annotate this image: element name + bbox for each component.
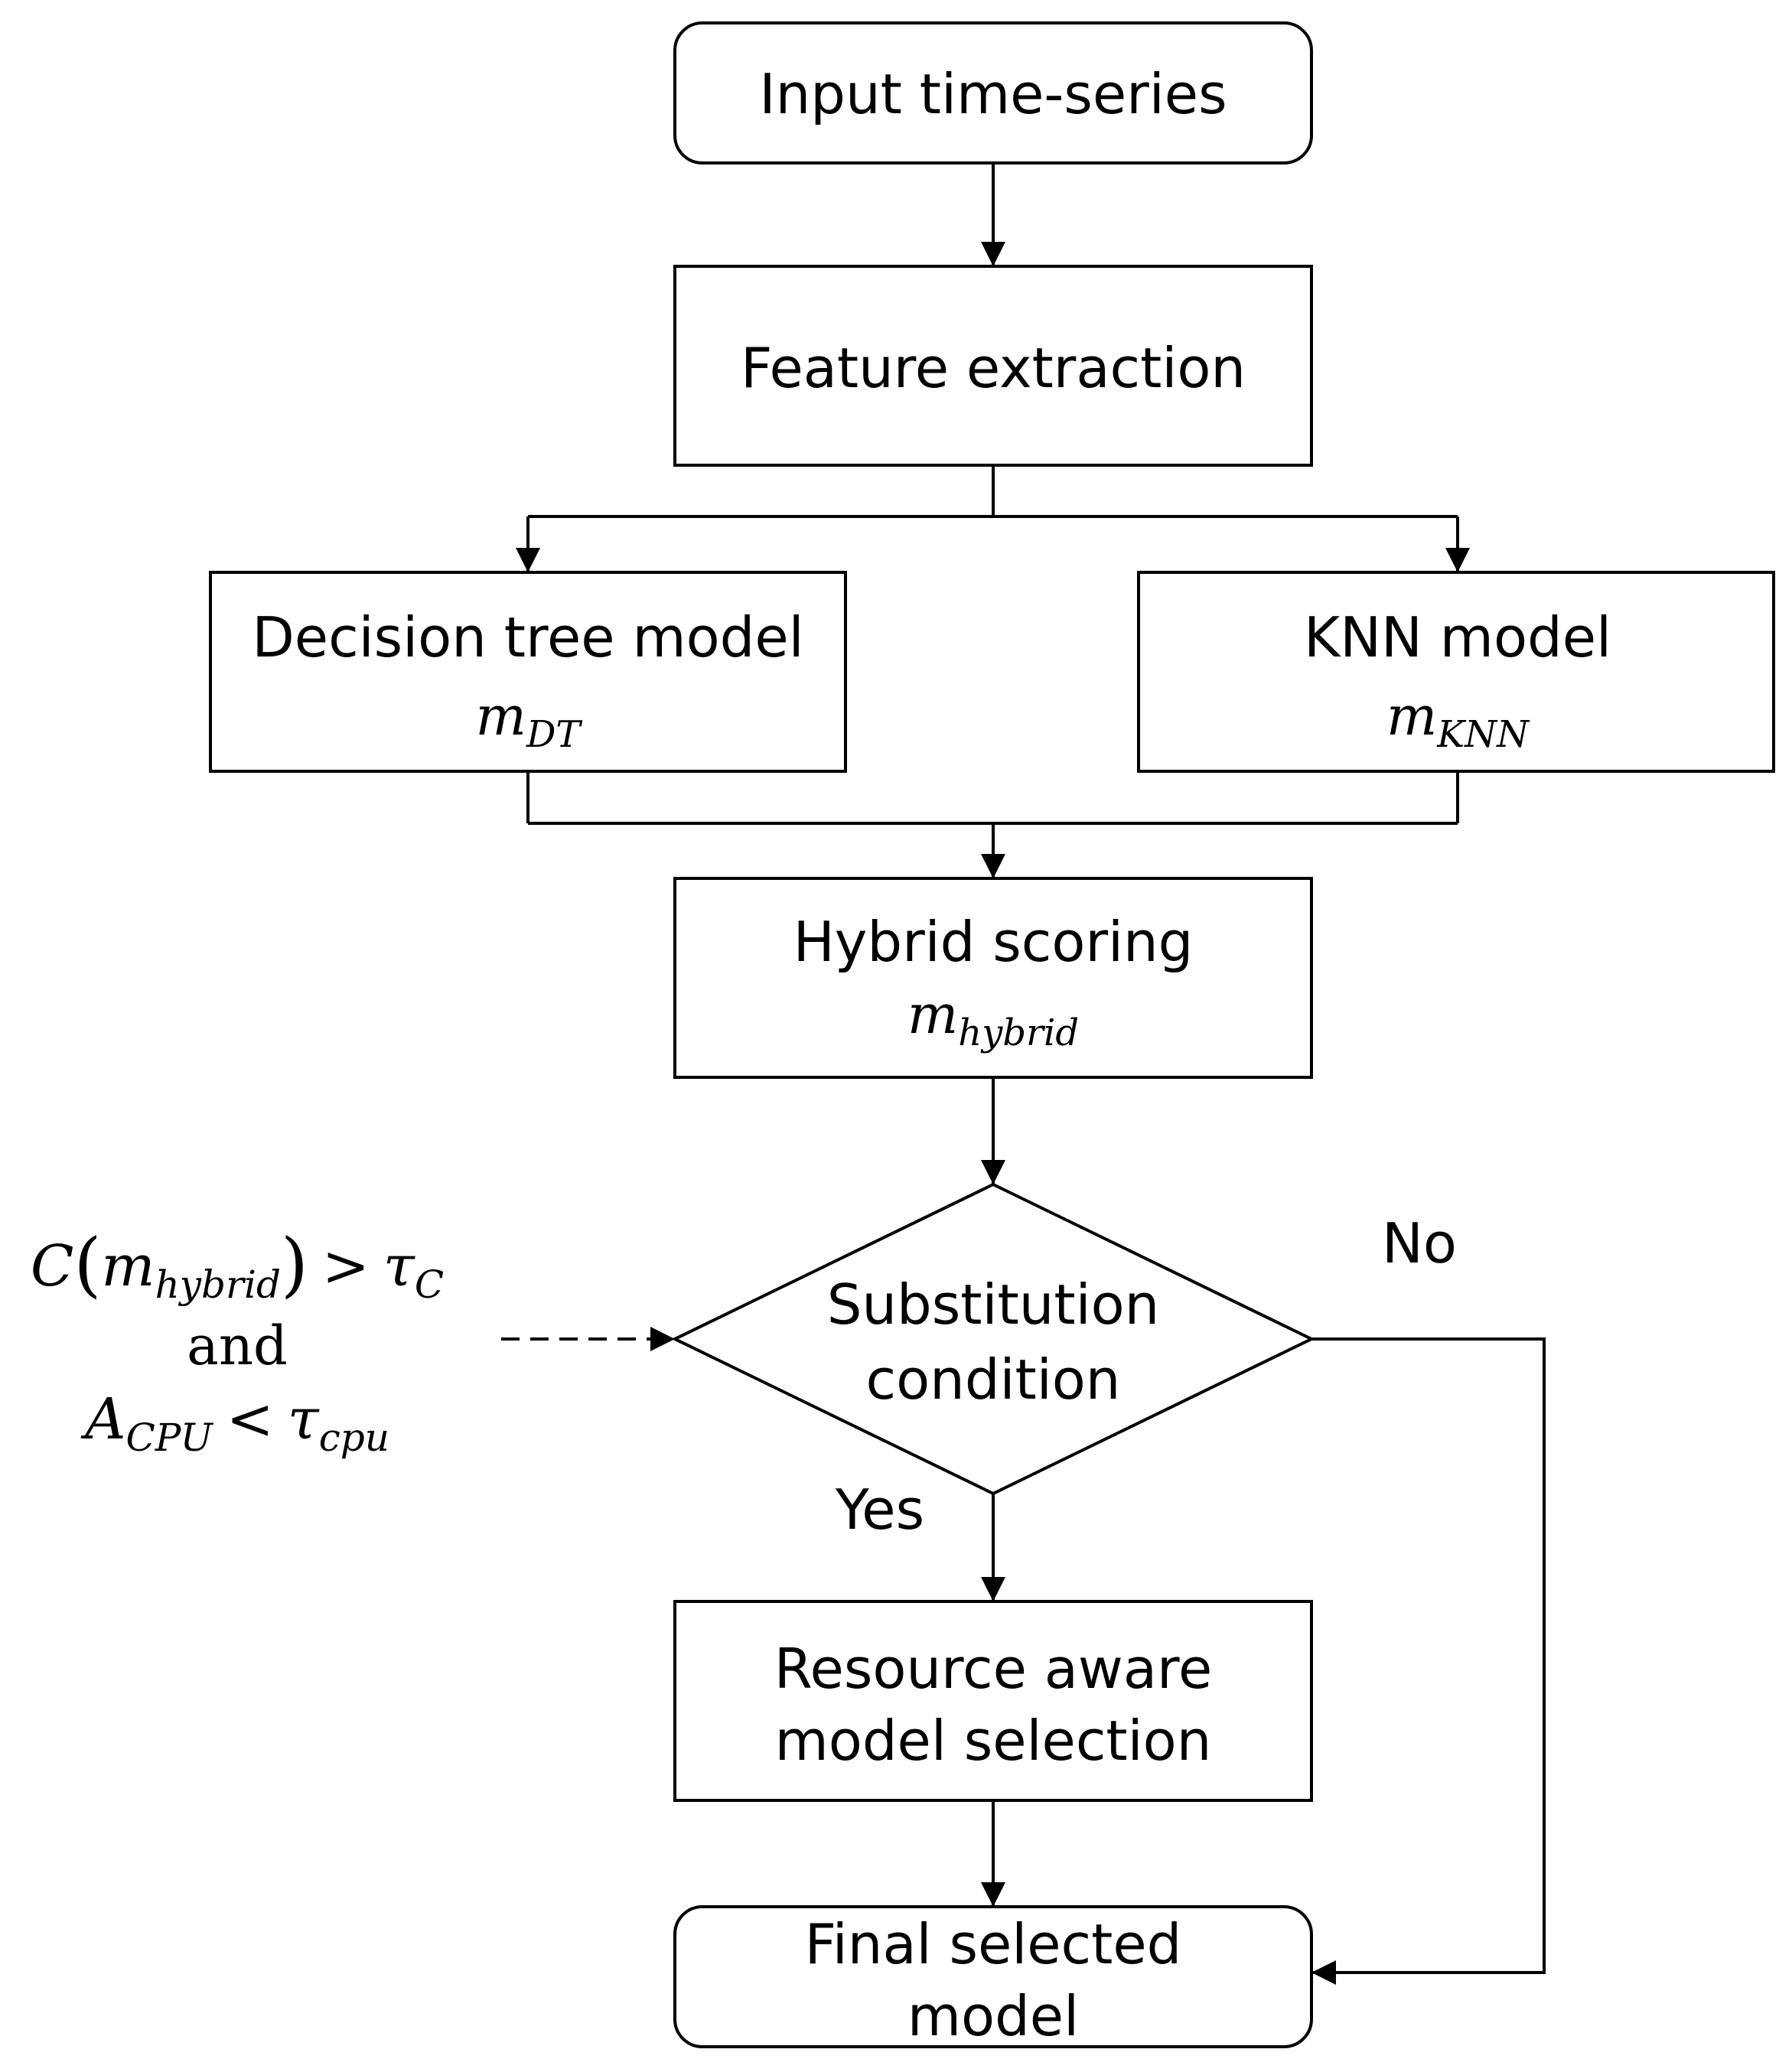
input-time-series-label: Input time-series: [759, 62, 1227, 126]
condition-line-2: and: [187, 1315, 288, 1377]
knn-model-label: KNN model: [1304, 605, 1611, 670]
feature-extraction-label: Feature extraction: [741, 336, 1246, 400]
substitution-label: Substitution: [827, 1272, 1160, 1337]
m-dt-formula: mDT: [476, 685, 583, 756]
node-resource-aware-model-selection: Resource aware model selection: [673, 1600, 1313, 1802]
condition-label: condition: [866, 1347, 1121, 1412]
node-decision-tree-model: Decision tree model mDT: [209, 571, 847, 773]
no-label: No: [1382, 1211, 1457, 1275]
model-selection-label: model selection: [775, 1709, 1212, 1773]
edge-decision-no: [1311, 1337, 1546, 1985]
node-input-time-series: Input time-series: [673, 21, 1313, 165]
m-hybrid-formula: mhybrid: [907, 983, 1079, 1054]
substitution-condition-formula: C(mhybrid)>τC and ACPU<τcpu: [31, 1223, 444, 1460]
condition-line-1: C(mhybrid)>τC: [31, 1223, 444, 1307]
decision-tree-model-label: Decision tree model: [252, 605, 803, 670]
node-knn-model: KNN model mKNN: [1137, 571, 1775, 773]
hybrid-scoring-label: Hybrid scoring: [793, 910, 1194, 974]
m-knn-formula: mKNN: [1386, 685, 1530, 756]
node-hybrid-scoring: Hybrid scoring mhybrid: [673, 877, 1313, 1079]
resource-aware-label: Resource aware: [774, 1637, 1213, 1701]
condition-line-3: ACPU<τcpu: [80, 1386, 389, 1460]
node-final-selected-model: Final selected model: [673, 1905, 1313, 2048]
node-substitution-condition: Substitution condition: [671, 1182, 1315, 1496]
final-model-label: model: [907, 1984, 1079, 2048]
final-selected-label: Final selected: [805, 1912, 1182, 1976]
yes-label: Yes: [835, 1477, 924, 1542]
node-feature-extraction: Feature extraction: [673, 265, 1313, 467]
